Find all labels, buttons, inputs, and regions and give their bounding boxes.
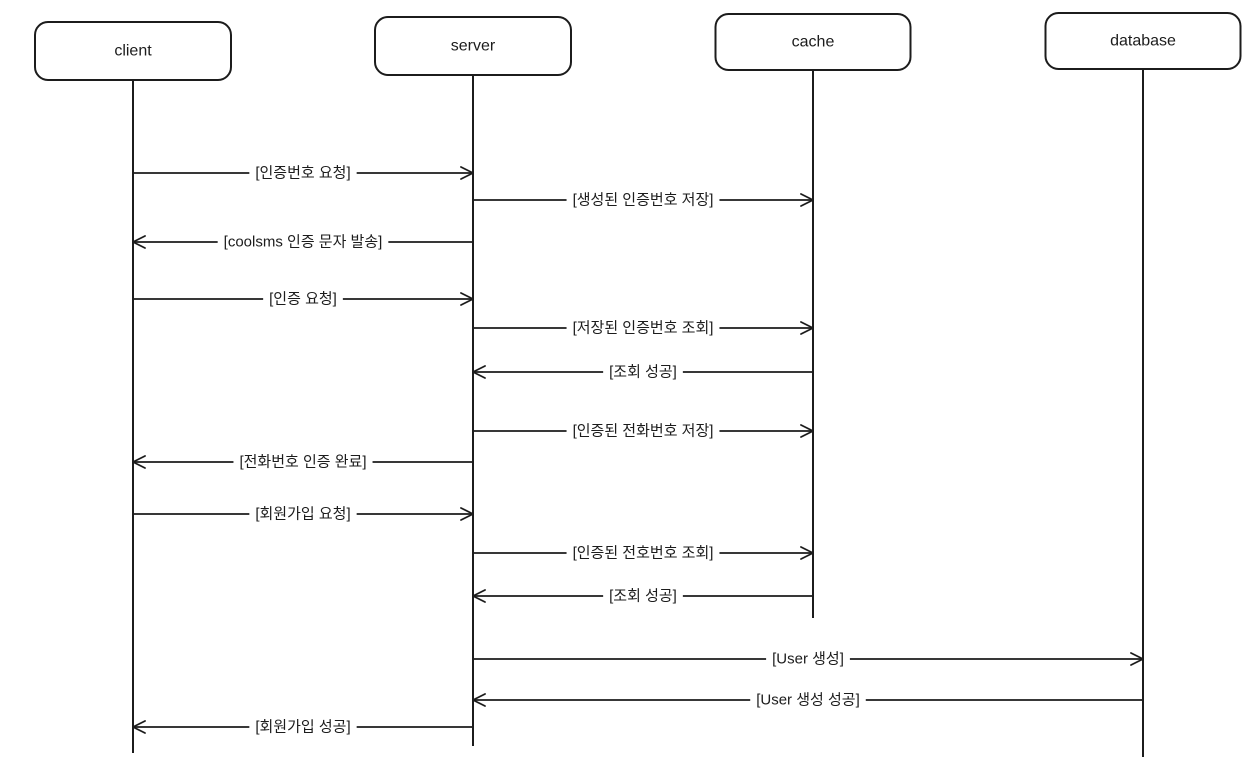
- actor-box-cache: [714, 13, 912, 71]
- message-label-4: [저장된 인증번호 조회]: [573, 320, 714, 337]
- message-label-bg-2: [217, 232, 389, 252]
- message-label-5: [조회 성공]: [609, 364, 677, 381]
- message-label-bg-7: [233, 452, 373, 472]
- message-label-7: [전화번호 인증 완료]: [239, 454, 366, 471]
- message-label-8: [회원가입 요청]: [255, 506, 350, 523]
- actor-label-client: client: [114, 43, 152, 60]
- message-label-bg-3: [263, 289, 343, 309]
- actor-box-database: [1044, 12, 1242, 70]
- message-label-6: [인증된 전화번호 저장]: [573, 423, 714, 440]
- message-label-2: [coolsms 인증 문자 발송]: [224, 234, 383, 251]
- actor-box-client: [34, 21, 232, 81]
- message-label-bg-10: [603, 586, 683, 606]
- message-label-bg-1: [566, 190, 720, 210]
- message-label-11: [User 생성]: [772, 651, 844, 668]
- message-label-bg-9: [566, 543, 720, 563]
- actor-label-database: database: [1110, 33, 1176, 50]
- message-label-bg-13: [249, 717, 357, 737]
- message-label-bg-6: [566, 421, 720, 441]
- message-label-bg-0: [249, 163, 357, 183]
- message-label-bg-4: [566, 318, 720, 338]
- message-label-3: [인증 요청]: [269, 291, 337, 308]
- actor-label-cache: cache: [792, 34, 835, 51]
- message-label-13: [회원가입 성공]: [255, 719, 350, 736]
- message-label-1: [생성된 인증번호 저장]: [573, 192, 714, 209]
- actor-label-server: server: [451, 38, 496, 55]
- message-label-bg-12: [750, 690, 866, 710]
- message-label-10: [조회 성공]: [609, 588, 677, 605]
- message-label-9: [인증된 전호번호 조회]: [573, 545, 714, 562]
- message-label-0: [인증번호 요청]: [255, 165, 350, 182]
- message-label-bg-8: [249, 504, 357, 524]
- actor-box-server: [374, 16, 572, 76]
- message-label-bg-5: [603, 362, 683, 382]
- message-label-bg-11: [766, 649, 850, 669]
- message-label-12: [User 생성 성공]: [756, 692, 860, 709]
